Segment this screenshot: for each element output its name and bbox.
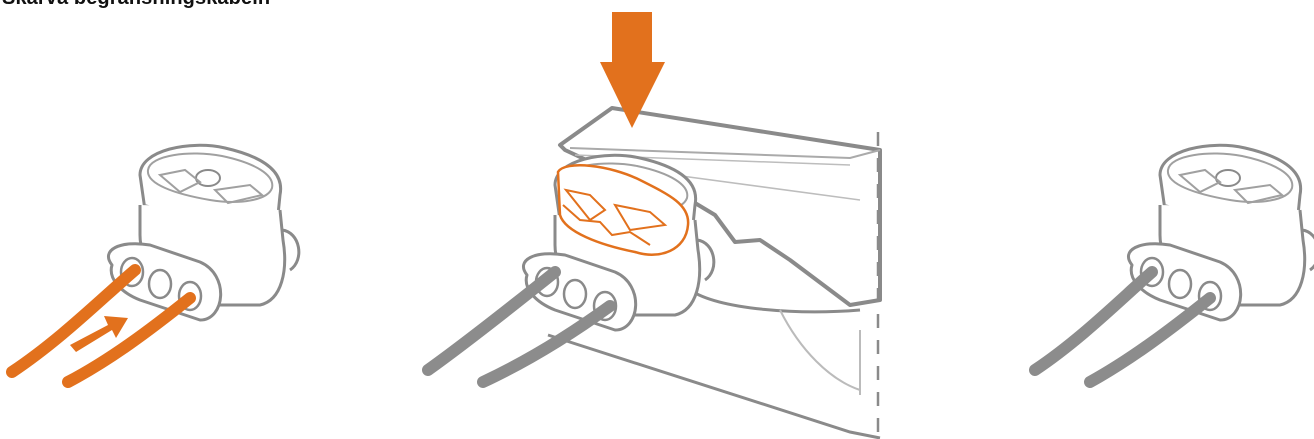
- step-done: [1029, 143, 1314, 388]
- page-title: Skarva begränsningskabeln: [2, 0, 270, 10]
- insert-arrow-icon: [70, 316, 128, 352]
- cap-highlight: [556, 164, 690, 256]
- connector-finished-icon: [1126, 143, 1314, 322]
- step-press-pliers: [422, 12, 882, 439]
- press-arrow-icon: [600, 12, 665, 128]
- wire-left: [6, 264, 141, 378]
- wire-right: [62, 292, 196, 388]
- connector-icon: [106, 143, 301, 322]
- step-insert-wires: [6, 143, 301, 388]
